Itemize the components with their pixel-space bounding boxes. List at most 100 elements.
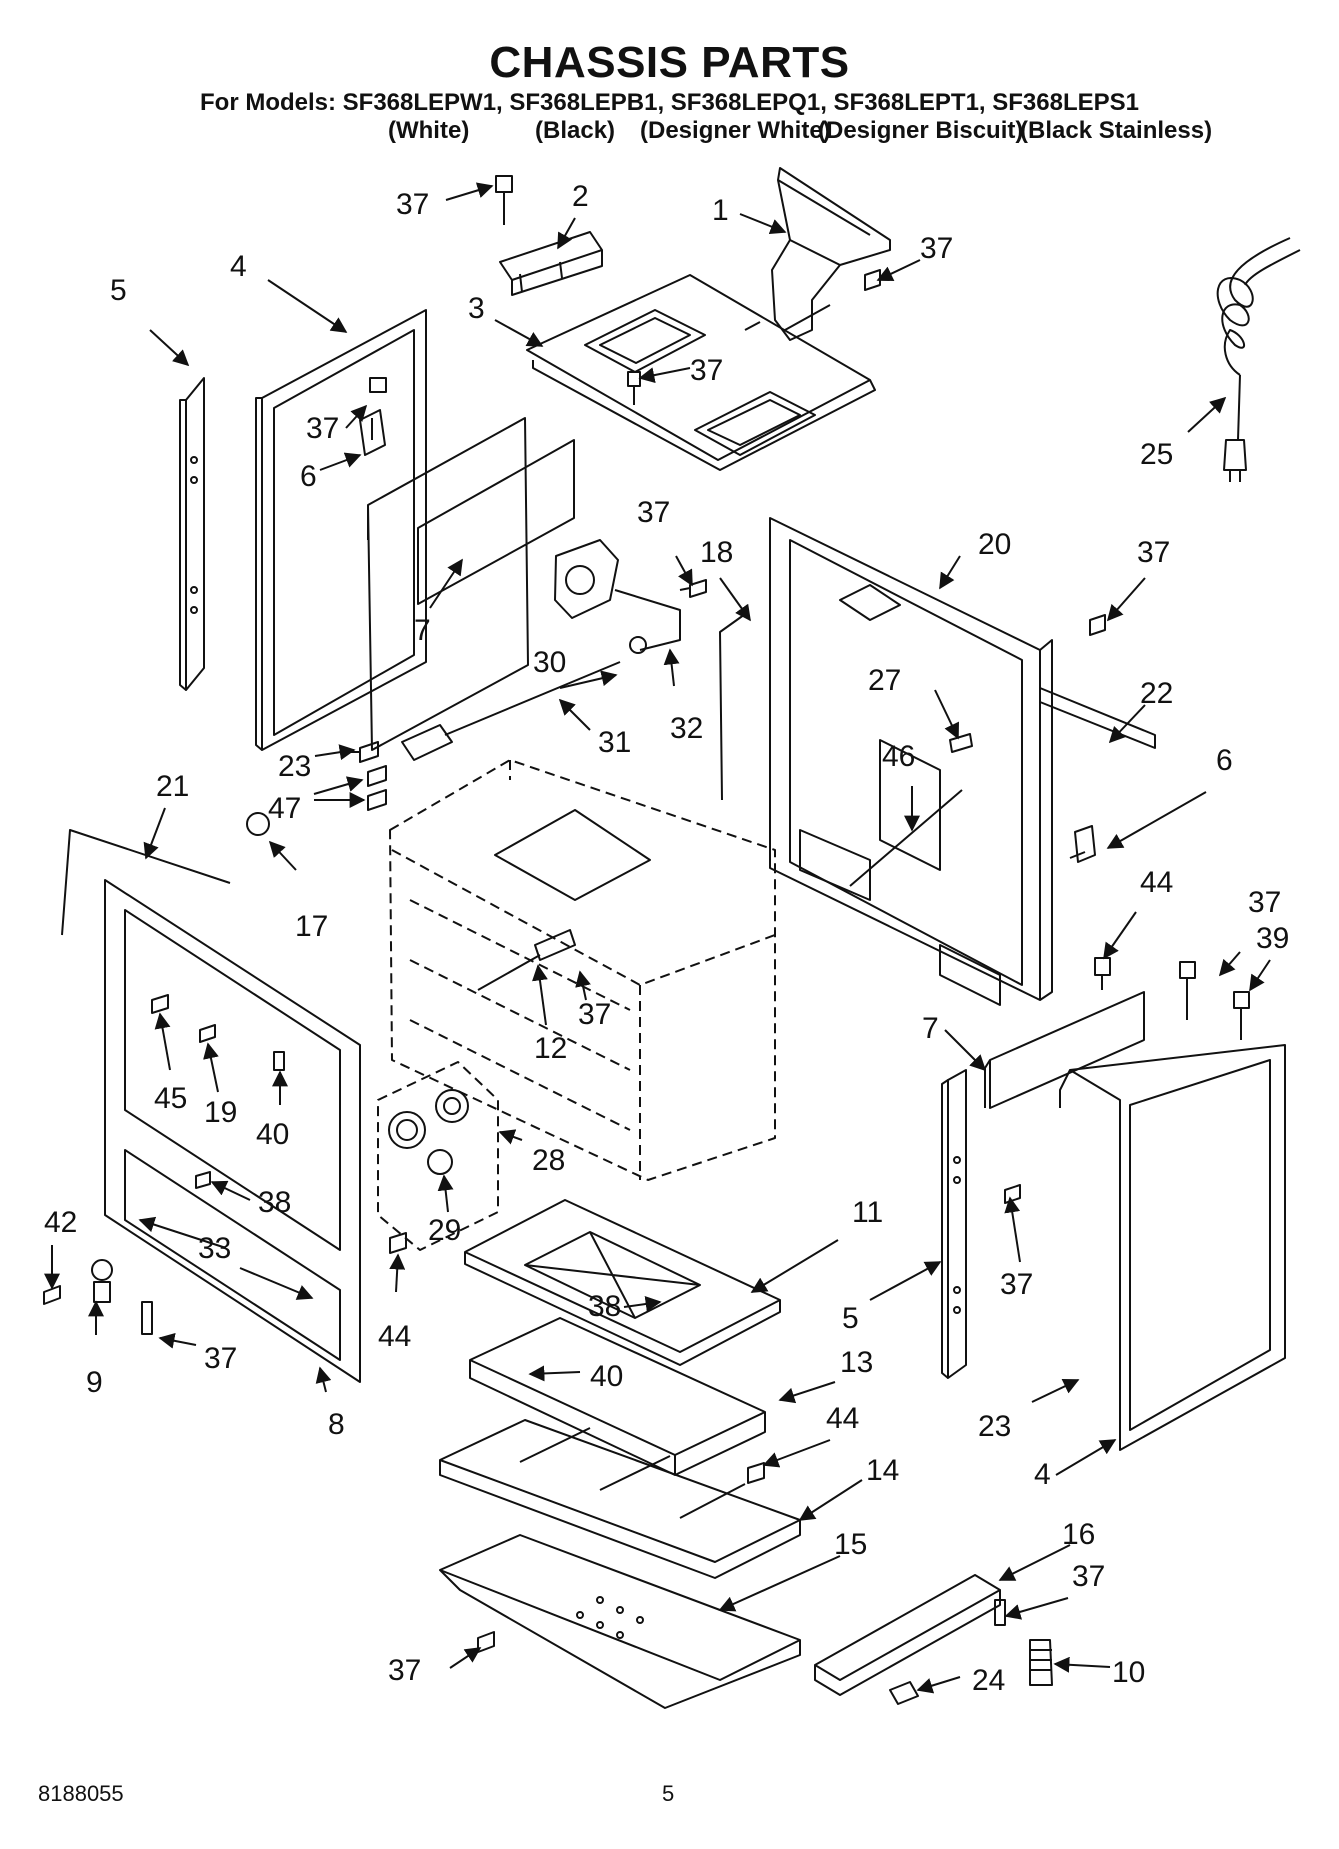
callout-label: 11 bbox=[852, 1196, 883, 1229]
callout-label: 22 bbox=[1140, 677, 1173, 710]
screw-44-right-drawing bbox=[747, 1462, 765, 1484]
callout-label: 13 bbox=[840, 1346, 873, 1379]
callout-label: 17 bbox=[295, 910, 328, 943]
part-6-right-clip-drawing bbox=[1069, 825, 1096, 863]
callout-label: 37 bbox=[578, 998, 611, 1031]
callout-label: 27 bbox=[868, 664, 901, 697]
oven-cavity-drawing bbox=[389, 759, 776, 1181]
part-8-front-frame-drawing bbox=[104, 879, 361, 1383]
part-9-leveler-drawing bbox=[43, 1259, 153, 1335]
part-14-drawer-drawing bbox=[439, 1419, 801, 1579]
callout-label: 19 bbox=[204, 1096, 237, 1129]
part-17-cap-drawing bbox=[246, 812, 270, 836]
callout-label: 18 bbox=[700, 536, 733, 569]
screw-44-drawing bbox=[389, 1232, 407, 1254]
callout-label: 31 bbox=[598, 726, 631, 759]
part-15-bottom-panel-drawing bbox=[439, 1534, 801, 1709]
part-7-left-panel-drawing bbox=[367, 417, 575, 751]
callout-label: 37 bbox=[388, 1654, 421, 1687]
callout-label: 24 bbox=[972, 1664, 1005, 1697]
callout-label: 44 bbox=[378, 1320, 411, 1353]
callout-label: 37 bbox=[637, 496, 670, 529]
callout-label: 39 bbox=[1256, 922, 1289, 955]
part-21-gasket-drawing bbox=[61, 829, 231, 936]
screw-37-right-drawing bbox=[994, 1599, 1006, 1626]
part-10-leveler-drawing bbox=[1029, 1639, 1053, 1686]
part-28-knob-set-drawing bbox=[377, 1061, 499, 1251]
callout-label: 1 bbox=[712, 194, 729, 227]
callout-label: 44 bbox=[826, 1402, 859, 1435]
variant-white: (White) bbox=[388, 117, 470, 144]
callout-label: 5 bbox=[110, 274, 127, 307]
screw-37-drawing bbox=[627, 371, 641, 405]
part-4-left-frame-drawing bbox=[255, 309, 427, 751]
callout-label: 37 bbox=[920, 232, 953, 265]
callout-label: 46 bbox=[882, 740, 915, 773]
callout-label: 45 bbox=[154, 1082, 187, 1115]
callout-label: 33 bbox=[198, 1232, 231, 1265]
part-13-box-drawing bbox=[469, 1317, 766, 1476]
cavity-vent-drawing bbox=[494, 809, 651, 901]
callout-label: 40 bbox=[256, 1118, 289, 1151]
screw-37-b-drawing bbox=[679, 579, 707, 598]
leader-arrows bbox=[44, 182, 1271, 1694]
callout-label: 14 bbox=[866, 1454, 899, 1487]
document-number: 8188055 bbox=[38, 1781, 124, 1806]
part-22-rail-drawing bbox=[1039, 687, 1156, 749]
callout-label: 23 bbox=[278, 750, 311, 783]
callout-label: 38 bbox=[588, 1290, 621, 1323]
part-7-right-panel-drawing bbox=[984, 991, 1145, 1109]
part-46-wire-drawing bbox=[849, 789, 963, 887]
callout-label: 37 bbox=[204, 1342, 237, 1375]
part-5-left-strip-drawing bbox=[179, 377, 205, 691]
callout-label: 4 bbox=[230, 250, 247, 283]
callout-label: 5 bbox=[842, 1302, 859, 1335]
callout-label: 47 bbox=[268, 792, 301, 825]
callout-label: 37 bbox=[690, 354, 723, 387]
callout-label: 29 bbox=[428, 1214, 461, 1247]
callout-label: 9 bbox=[86, 1366, 103, 1399]
callout-label: 6 bbox=[300, 460, 317, 493]
part-18-wire-drawing bbox=[719, 611, 749, 801]
models-line: For Models: SF368LEPW1, SF368LEPB1, SF36… bbox=[200, 89, 1139, 116]
screws-top-right-drawing bbox=[1094, 957, 1250, 1040]
callout-label: 6 bbox=[1216, 744, 1233, 777]
callout-label: 37 bbox=[1000, 1268, 1033, 1301]
callout-label: 16 bbox=[1062, 1518, 1095, 1551]
callout-label: 23 bbox=[978, 1410, 1011, 1443]
page-number: 5 bbox=[662, 1781, 675, 1806]
callout-label: 4 bbox=[1034, 1458, 1051, 1491]
part-4-right-frame-drawing bbox=[1059, 1044, 1286, 1451]
screws-left-drawing bbox=[151, 994, 285, 1189]
callout-label: 30 bbox=[533, 646, 566, 679]
callout-label: 40 bbox=[590, 1360, 623, 1393]
callout-label: 37 bbox=[396, 188, 429, 221]
part-5-right-strip-drawing bbox=[941, 1069, 967, 1379]
variant-black: (Black) bbox=[535, 117, 616, 144]
callout-label: 10 bbox=[1112, 1656, 1145, 1689]
part-3-top-plate-drawing bbox=[526, 274, 876, 471]
callout-label: 42 bbox=[44, 1206, 77, 1239]
callout-label: 20 bbox=[978, 528, 1011, 561]
screw-37-bottom-drawing bbox=[477, 1631, 495, 1653]
callout-label: 37 bbox=[306, 412, 339, 445]
callout-labels: 37 2 1 37 4 5 3 37 25 37 6 7 37 18 20 37… bbox=[44, 180, 1289, 1697]
callout-label: 12 bbox=[534, 1032, 567, 1065]
callout-label: 38 bbox=[258, 1186, 291, 1219]
callout-label: 32 bbox=[670, 712, 703, 745]
variant-black-stainless: (Black Stainless) bbox=[1020, 117, 1213, 144]
callout-label: 28 bbox=[532, 1144, 565, 1177]
part-31-rod-drawing bbox=[401, 661, 621, 761]
callout-label: 25 bbox=[1140, 438, 1173, 471]
callout-label: 3 bbox=[468, 292, 485, 325]
part-27-pin-drawing bbox=[949, 733, 973, 753]
callout-label: 44 bbox=[1140, 866, 1173, 899]
callout-label: 21 bbox=[156, 770, 189, 803]
variant-designer-white: (Designer White) bbox=[640, 117, 831, 144]
part-25-power-cord-drawing bbox=[1216, 237, 1301, 482]
callout-label: 8 bbox=[328, 1408, 345, 1441]
part-32-valve-drawing bbox=[554, 539, 681, 654]
screw-37-right-mid-drawing bbox=[1004, 1184, 1021, 1204]
callout-label: 7 bbox=[414, 614, 431, 647]
